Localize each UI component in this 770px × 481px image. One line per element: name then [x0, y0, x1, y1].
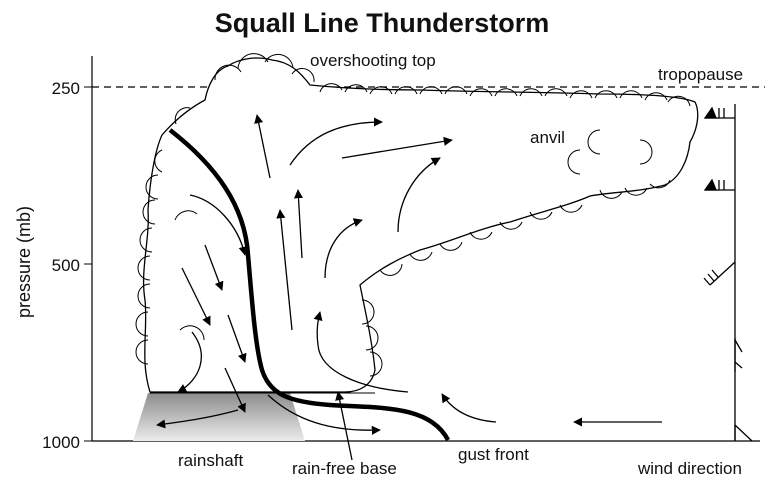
tick-label-500: 500 — [52, 256, 80, 275]
arrow-inflow-curve — [324, 218, 363, 279]
tick-label-250: 250 — [52, 79, 80, 98]
arrow-down-1 — [189, 194, 248, 256]
wind-barb-upper — [703, 178, 735, 191]
arrow-outflow-left — [156, 409, 239, 429]
airflow-arrows — [156, 114, 662, 461]
arrow-down-4 — [227, 314, 247, 363]
arrow-down-5 — [224, 367, 246, 413]
wind-barb-low — [734, 338, 743, 372]
arrow-rainfree-base — [335, 391, 353, 461]
cloud-scallops — [135, 53, 691, 377]
cloud — [135, 53, 699, 393]
arrow-anvil-3 — [397, 157, 441, 233]
label-gust-front: gust front — [458, 445, 529, 464]
wind-profile — [703, 104, 753, 442]
arrow-down-2 — [204, 244, 224, 291]
wind-barb-mid — [703, 261, 736, 286]
arrow-down-curl — [177, 331, 202, 393]
y-axis-label: pressure (mb) — [14, 206, 34, 318]
arrow-anvil-2 — [341, 136, 453, 159]
arrow-updraft-1 — [254, 114, 271, 179]
arrow-updraft-2 — [276, 209, 293, 331]
label-wind-direction: wind direction — [637, 459, 742, 478]
rainshaft-shading — [133, 393, 305, 441]
arrow-updraft-3 — [293, 189, 304, 259]
interface-line — [168, 128, 450, 442]
diagram-title: Squall Line Thunderstorm — [215, 8, 550, 38]
arrow-outflow-right — [267, 394, 381, 435]
label-rain-free-base: rain-free base — [292, 459, 397, 478]
label-overshooting-top: overshooting top — [310, 51, 436, 70]
arrow-gustfront-curl — [441, 393, 497, 423]
label-rainshaft: rainshaft — [178, 451, 243, 470]
cloud-outline — [142, 57, 699, 393]
wind-barb-surface — [734, 424, 753, 442]
arrow-anvil-1 — [289, 117, 383, 166]
arrow-inflow-low — [313, 311, 409, 393]
tick-label-1000: 1000 — [42, 433, 80, 452]
label-anvil: anvil — [530, 128, 565, 147]
arrow-down-3 — [181, 267, 211, 326]
wind-barb-high — [703, 106, 735, 119]
label-tropopause: tropopause — [658, 65, 743, 84]
